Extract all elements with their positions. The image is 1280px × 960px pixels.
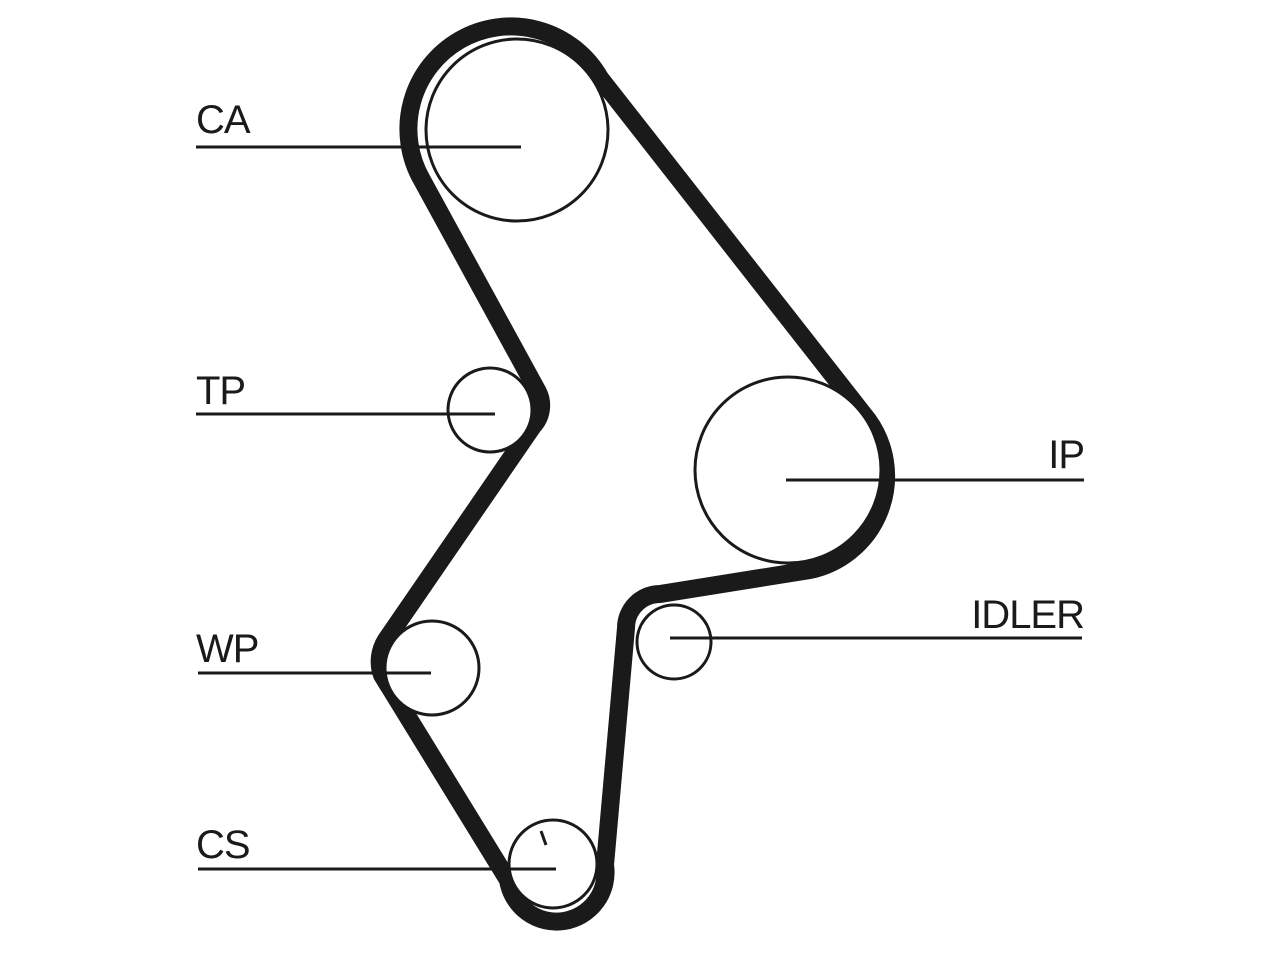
injection-pump-pulley	[693, 375, 883, 565]
water-pump-pulley	[383, 619, 481, 717]
ca-label: CA	[196, 98, 251, 142]
crankshaft-pulley	[507, 818, 599, 910]
idler-label: IDLER	[971, 593, 1084, 637]
idler-pulley	[635, 603, 713, 681]
cs-label: CS	[196, 823, 250, 867]
tp-label: TP	[196, 369, 245, 413]
ip-label: IP	[1048, 433, 1084, 477]
camshaft-pulley	[424, 37, 610, 223]
wp-label: WP	[196, 627, 258, 671]
crankshaft-timing-mark	[539, 830, 548, 846]
tensioner-pulley	[446, 366, 534, 454]
timing-belt	[370, 17, 896, 931]
